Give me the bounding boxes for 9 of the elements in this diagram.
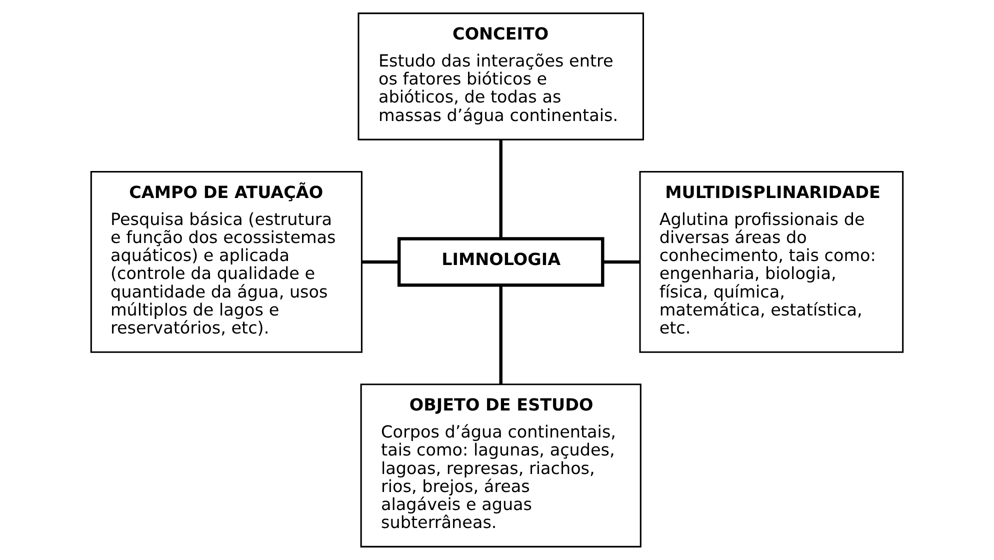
node-box: CONCEITO Estudo das interações entre os fatores bióticos e abióticos, de todas as massas d’água continentais. [358, 12, 644, 140]
connector [499, 140, 502, 239]
node-box: MULTIDISPLINARIDADE Aglutina profissionais de diversas áreas do conhecimento, tais como: engenharia, biologia, física, química, matemática, estatística, etc. [639, 171, 904, 353]
node-box: LIMNOLOGIA [397, 237, 604, 287]
node-box: OBJETO DE ESTUDO Corpos d’água continentais, tais como: lagunas, açudes, lagoas, represas, riachos, rios, brejos, áreas alagáveis e aguas subterrâneas. [360, 384, 642, 548]
connector [602, 260, 640, 264]
connector [362, 260, 399, 264]
connector [499, 286, 502, 384]
node-box: CAMPO DE ATUAÇÃO Pesquisa básica (estrutura e função dos ecossistemas aquáticos) e aplicada (controle da qualidade e quantidade da água, usos múltiplos de lagos e reservatórios, etc). [90, 171, 362, 353]
